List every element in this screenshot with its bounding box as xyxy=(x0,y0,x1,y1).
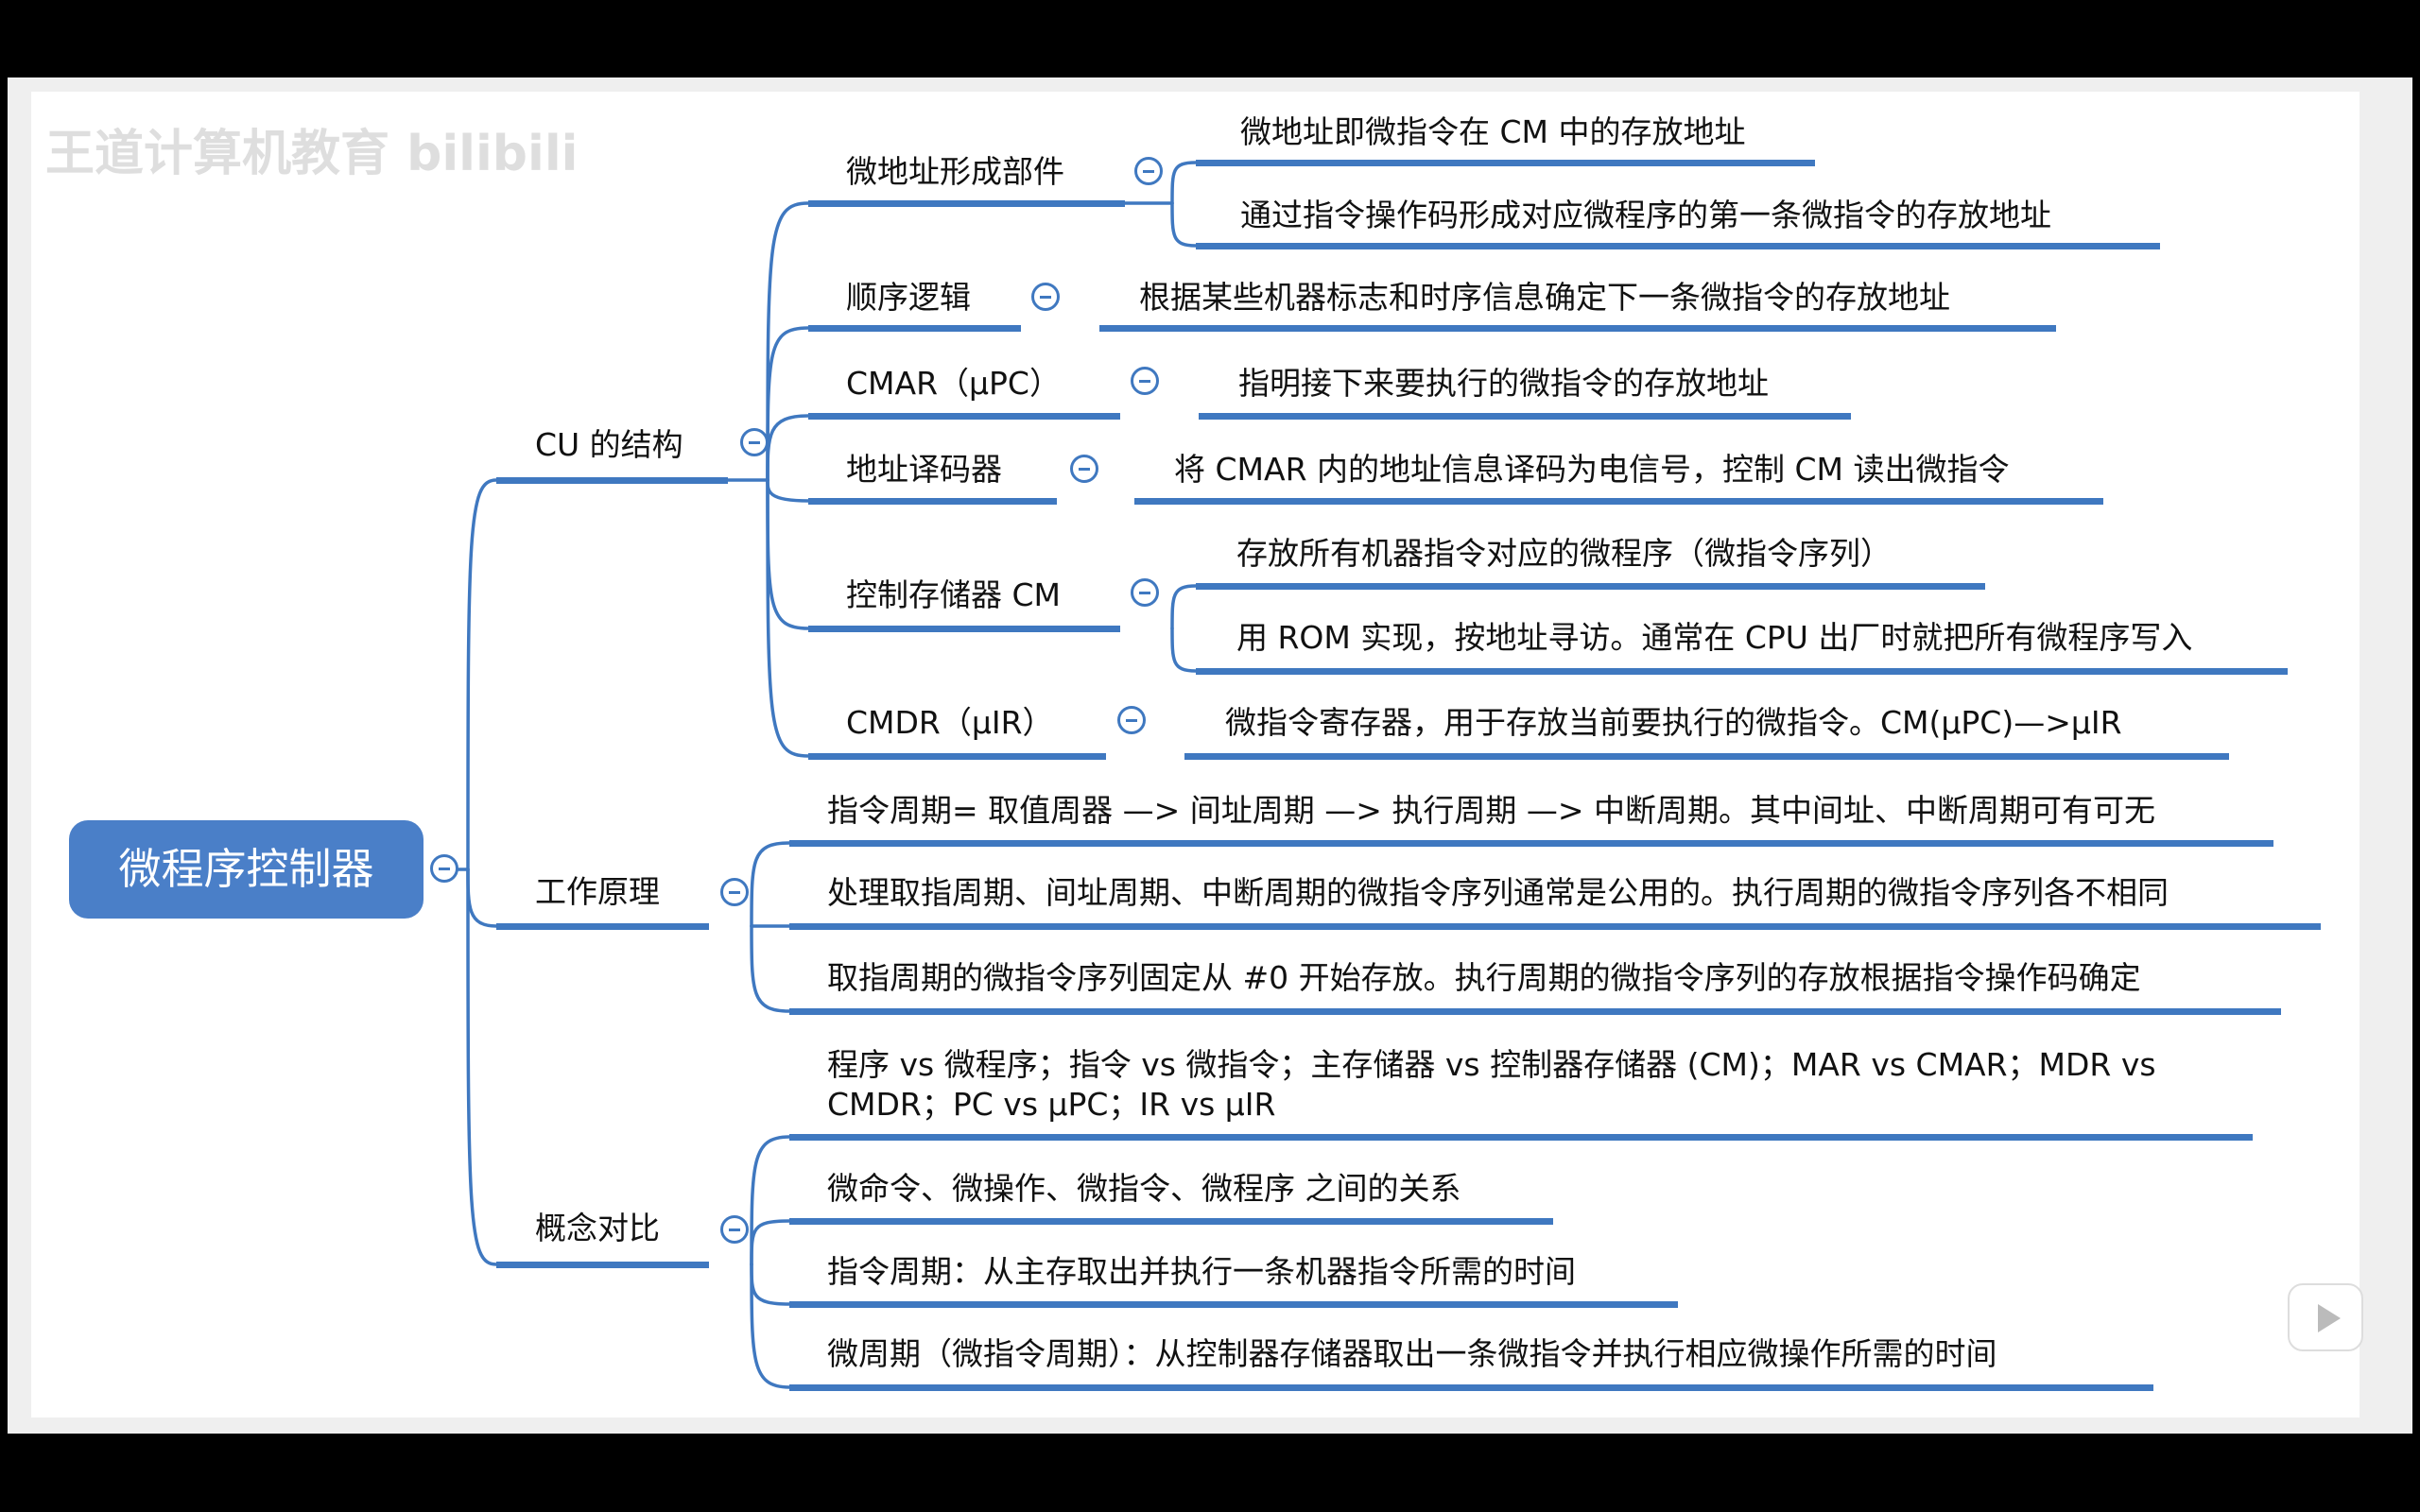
node-underline xyxy=(808,498,1057,505)
note-underline xyxy=(1184,753,2229,760)
minus-circle-icon[interactable] xyxy=(1131,578,1159,607)
root-node[interactable]: 微程序控制器 xyxy=(69,820,424,919)
note-underline xyxy=(789,1134,2253,1141)
node-underline xyxy=(808,325,1021,332)
note-underline xyxy=(789,1301,1678,1308)
note-principle-2: 处理取指周期、间址周期、中断周期的微指令序列通常是公用的。执行周期的微指令序列各… xyxy=(827,874,2169,911)
minus-circle-icon[interactable] xyxy=(720,878,749,906)
note-underline xyxy=(789,1384,2153,1391)
note-underline xyxy=(1134,498,2103,505)
note-principle-1: 指令周期= 取值周器 —> 间址周期 —> 执行周期 —> 中断周期。其中间址、… xyxy=(827,792,2156,829)
note-addr-decoder: 将 CMAR 内的地址信息译码为电信号，控制 CM 读出微指令 xyxy=(1174,451,2010,488)
node-underline xyxy=(496,1262,709,1268)
note-sequence-logic: 根据某些机器标志和时序信息确定下一条微指令的存放地址 xyxy=(1139,279,1950,316)
node-underline xyxy=(808,626,1120,632)
note-compare-3: 指令周期：从主存取出并执行一条机器指令所需的时间 xyxy=(827,1253,1576,1290)
node-work-principle[interactable]: 工作原理 xyxy=(535,873,660,910)
node-micro-addr-unit[interactable]: 微地址形成部件 xyxy=(846,153,1064,190)
node-sequence-logic[interactable]: 顺序逻辑 xyxy=(846,279,971,316)
node-underline xyxy=(496,477,728,484)
note-control-memory-2: 用 ROM 实现，按地址寻访。通常在 CPU 出厂时就把所有微程序写入 xyxy=(1236,619,2193,656)
minus-circle-icon[interactable] xyxy=(740,428,769,456)
note-underline xyxy=(789,840,2273,847)
minus-circle-icon[interactable] xyxy=(1031,283,1060,311)
note-underline xyxy=(789,923,2321,930)
note-underline xyxy=(1099,325,2056,332)
note-cmdr: 微指令寄存器，用于存放当前要执行的微指令。CM(μPC)—>μIR xyxy=(1225,704,2122,741)
node-underline xyxy=(808,200,1125,207)
play-icon[interactable] xyxy=(2288,1283,2363,1351)
note-underline xyxy=(1196,668,2288,675)
minus-circle-icon[interactable] xyxy=(1070,455,1098,483)
node-cmdr[interactable]: CMDR（μIR） xyxy=(846,704,1054,741)
node-cmar[interactable]: CMAR（μPC） xyxy=(846,365,1061,402)
watermark: 王道计算机教育 bilibili xyxy=(45,126,579,182)
note-underline xyxy=(1199,413,1851,420)
note-principle-3: 取指周期的微指令序列固定从 #0 开始存放。执行周期的微指令序列的存放根据指令操… xyxy=(827,959,2141,996)
node-underline xyxy=(808,753,1106,760)
node-underline xyxy=(808,413,1120,420)
node-underline xyxy=(496,923,709,930)
minus-circle-icon[interactable] xyxy=(1134,157,1163,185)
minus-circle-icon[interactable] xyxy=(430,854,458,883)
note-underline xyxy=(1196,243,2160,249)
node-addr-decoder[interactable]: 地址译码器 xyxy=(846,451,1002,488)
note-micro-addr-1: 微地址即微指令在 CM 中的存放地址 xyxy=(1240,113,1746,150)
note-underline xyxy=(1196,160,1815,166)
note-compare-4: 微周期（微指令周期）：从控制器存储器取出一条微指令并执行相应微操作所需的时间 xyxy=(827,1335,1997,1372)
note-control-memory-1: 存放所有机器指令对应的微程序（微指令序列） xyxy=(1236,535,1892,572)
note-micro-addr-2: 通过指令操作码形成对应微程序的第一条微指令的存放地址 xyxy=(1240,197,2051,233)
note-compare-2: 微命令、微操作、微指令、微程序 之间的关系 xyxy=(827,1170,1461,1207)
node-cu-structure[interactable]: CU 的结构 xyxy=(535,426,683,463)
note-underline xyxy=(789,1218,1553,1225)
node-control-memory[interactable]: 控制存储器 CM xyxy=(846,576,1062,613)
minus-circle-icon[interactable] xyxy=(1117,706,1146,734)
minus-circle-icon[interactable] xyxy=(1131,367,1159,395)
note-underline xyxy=(789,1008,2281,1015)
minus-circle-icon[interactable] xyxy=(720,1215,749,1244)
node-concept-compare[interactable]: 概念对比 xyxy=(535,1210,660,1246)
note-compare-1: 程序 vs 微程序；指令 vs 微指令；主存储器 vs 控制器存储器 (CM)；… xyxy=(827,1046,2156,1123)
note-cmar: 指明接下来要执行的微指令的存放地址 xyxy=(1238,365,1769,402)
note-underline xyxy=(1196,583,1985,590)
